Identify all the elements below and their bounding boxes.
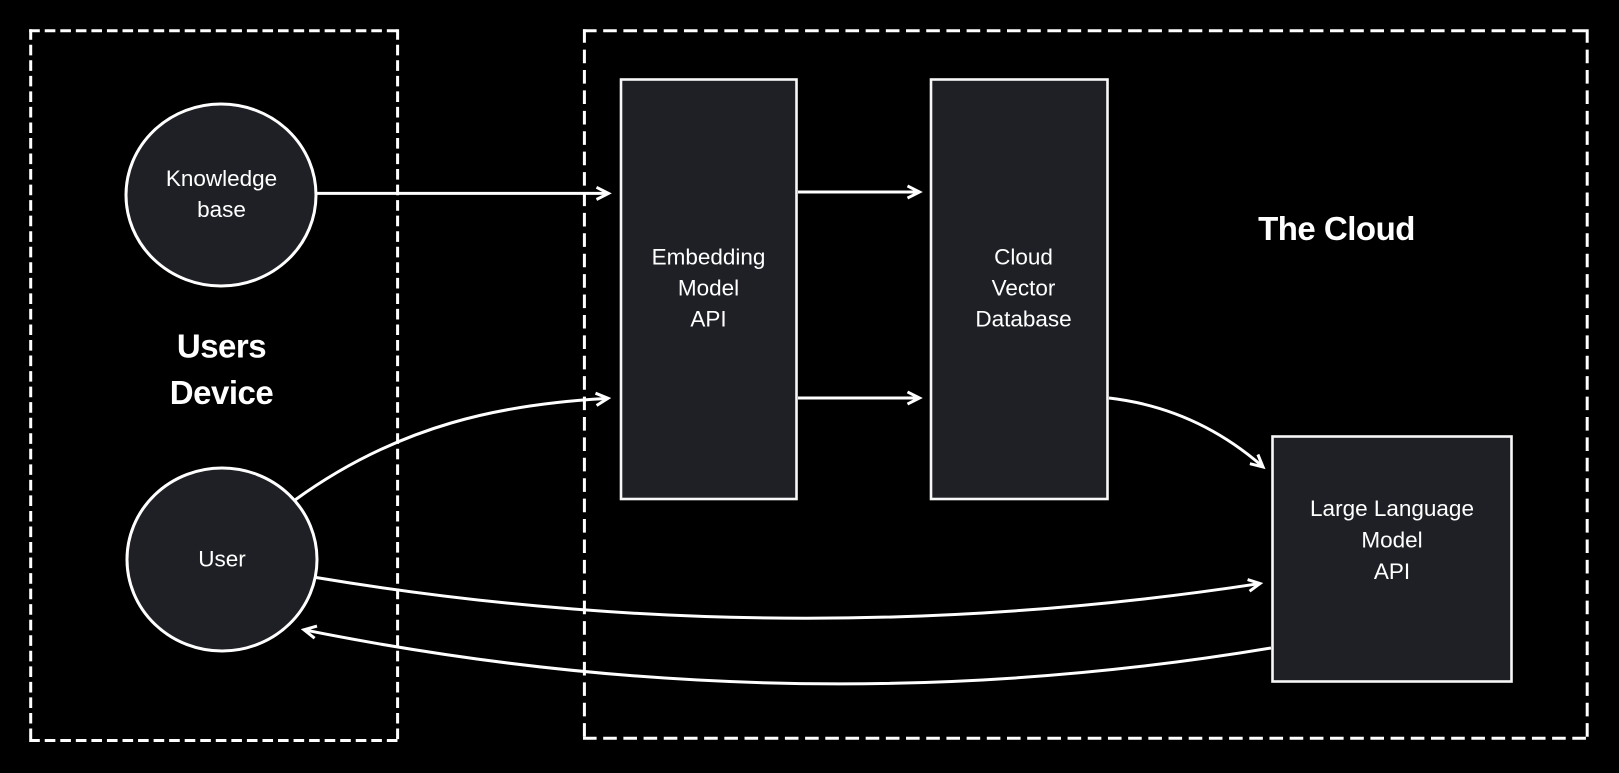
- svg-text:API: API: [1374, 559, 1410, 584]
- svg-text:Embedding: Embedding: [652, 245, 766, 270]
- svg-text:User: User: [198, 547, 246, 572]
- svg-text:Model: Model: [1361, 528, 1422, 553]
- svg-text:Model: Model: [678, 276, 739, 301]
- svg-text:Large Language: Large Language: [1310, 496, 1474, 521]
- svg-text:The Cloud: The Cloud: [1258, 210, 1415, 247]
- svg-text:Device: Device: [170, 374, 274, 411]
- svg-text:API: API: [690, 307, 726, 332]
- svg-text:base: base: [197, 197, 246, 222]
- svg-text:Users: Users: [177, 328, 266, 365]
- svg-text:Cloud: Cloud: [994, 245, 1053, 270]
- svg-text:Database: Database: [975, 307, 1071, 332]
- svg-text:Knowledge: Knowledge: [166, 166, 277, 191]
- svg-text:Vector: Vector: [992, 276, 1056, 301]
